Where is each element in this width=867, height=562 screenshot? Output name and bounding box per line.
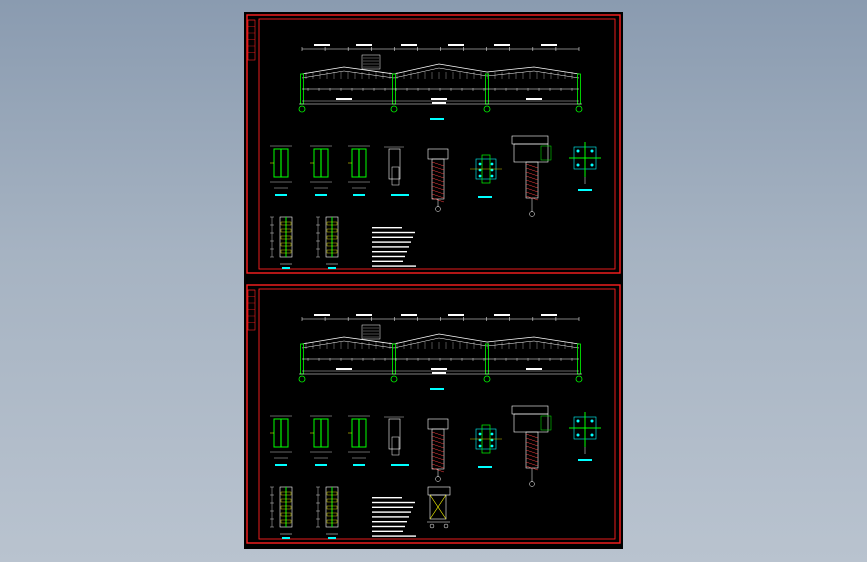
grid-bubble-3 [483, 375, 491, 383]
sheet-inner-border [258, 18, 616, 270]
node-base-1 [427, 148, 449, 212]
section-4 [384, 146, 409, 196]
node-joint-4 [569, 142, 601, 191]
node-bracket-2 [470, 154, 502, 198]
section-1 [270, 415, 292, 466]
grid-bubble-2 [390, 105, 398, 113]
section-details [270, 145, 409, 196]
frame-elevation [298, 44, 583, 120]
general-notes [372, 227, 416, 267]
extra-detail [427, 486, 451, 529]
sheet-upper [246, 14, 621, 274]
section-1 [270, 145, 292, 196]
roof-line [301, 63, 580, 75]
grid-bubble-4 [575, 105, 583, 113]
section-2 [310, 415, 332, 466]
base-details [270, 216, 339, 269]
base-2 [316, 216, 339, 269]
legend-box [361, 324, 381, 340]
sheet-lower [246, 284, 621, 544]
base-2 [316, 486, 339, 539]
base-1 [270, 486, 293, 539]
node-details [427, 135, 601, 217]
node-column-3 [511, 135, 552, 217]
sheet-inner-border [258, 288, 616, 540]
sheet-border [246, 284, 621, 544]
node-details [427, 405, 601, 487]
node-base-1 [427, 418, 449, 482]
section-4 [384, 416, 409, 466]
title-strip [247, 289, 256, 331]
general-notes [372, 497, 416, 537]
frame-elevation [298, 314, 583, 390]
title-strip [247, 19, 256, 61]
sheet-border [246, 14, 621, 274]
drawing-canvas[interactable] [244, 12, 623, 549]
node-column-3 [511, 405, 552, 487]
node-bracket-2 [470, 424, 502, 468]
grid-bubble-1 [298, 375, 306, 383]
grid-bubble-1 [298, 105, 306, 113]
section-3 [348, 415, 370, 466]
node-joint-4 [569, 412, 601, 461]
roof-line [301, 333, 580, 345]
grid-bubble-2 [390, 375, 398, 383]
section-2 [310, 145, 332, 196]
base-details [270, 486, 339, 539]
grid-bubble-3 [483, 105, 491, 113]
grid-bubble-4 [575, 375, 583, 383]
section-details [270, 415, 409, 466]
legend-box [361, 54, 381, 70]
cad-drawing [246, 14, 621, 544]
section-3 [348, 145, 370, 196]
base-1 [270, 216, 293, 269]
